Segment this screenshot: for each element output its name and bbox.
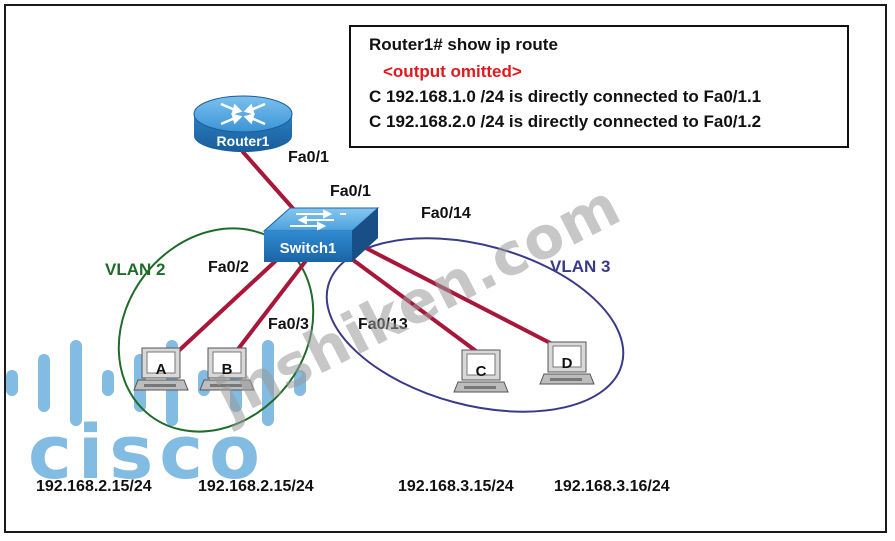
pc-b-label: B: [222, 361, 233, 378]
ip-pc-d: 192.168.3.16/24: [554, 478, 670, 495]
router-label: Router1: [217, 133, 270, 149]
router-icon[interactable]: [193, 95, 293, 152]
link-switch-a: [170, 253, 284, 359]
cisco-logo-text: cisco: [28, 410, 266, 496]
cli-route-2: C 192.168.2.0 /24 is directly connected …: [369, 112, 762, 131]
cli-output-box: Router1# show ip route <output omitted> …: [349, 25, 849, 148]
vlan3-ellipse: [325, 237, 625, 413]
port-switch-fa01: Fa0/1: [330, 183, 371, 200]
cli-route-1: C 192.168.1.0 /24 is directly connected …: [369, 87, 762, 106]
pc-d-icon[interactable]: [539, 341, 595, 385]
link-switch-b: [230, 256, 310, 359]
vlan2-label: VLAN 2: [105, 260, 165, 279]
cli-output-omitted: <output omitted>: [383, 62, 522, 81]
link-router-switch: [241, 150, 299, 215]
link-switch-c: [343, 252, 482, 356]
port-fa014: Fa0/14: [421, 205, 471, 222]
port-fa02: Fa0/2: [208, 259, 249, 276]
ip-pc-b: 192.168.2.15/24: [198, 478, 314, 495]
port-fa03: Fa0/3: [268, 316, 309, 333]
ip-pc-c: 192.168.3.15/24: [398, 478, 514, 495]
vlan3-label: VLAN 3: [550, 257, 610, 276]
port-router-fa01: Fa0/1: [288, 149, 329, 166]
pc-d-label: D: [562, 355, 573, 372]
pc-b-icon[interactable]: [199, 347, 255, 391]
switch-label: Switch1: [280, 240, 337, 257]
ip-pc-a: 192.168.2.15/24: [36, 478, 152, 495]
site-watermark: jnshiken.com: [204, 171, 632, 434]
switch-icon[interactable]: [262, 207, 380, 262]
links: [170, 150, 558, 359]
link-switch-d: [358, 243, 558, 348]
port-fa013: Fa0/13: [358, 316, 408, 333]
pc-c-label: C: [476, 363, 487, 380]
pc-a-icon[interactable]: [133, 347, 189, 391]
pc-c-icon[interactable]: [453, 349, 509, 393]
pc-a-label: A: [156, 361, 167, 378]
cli-command: Router1# show ip route: [369, 35, 558, 54]
